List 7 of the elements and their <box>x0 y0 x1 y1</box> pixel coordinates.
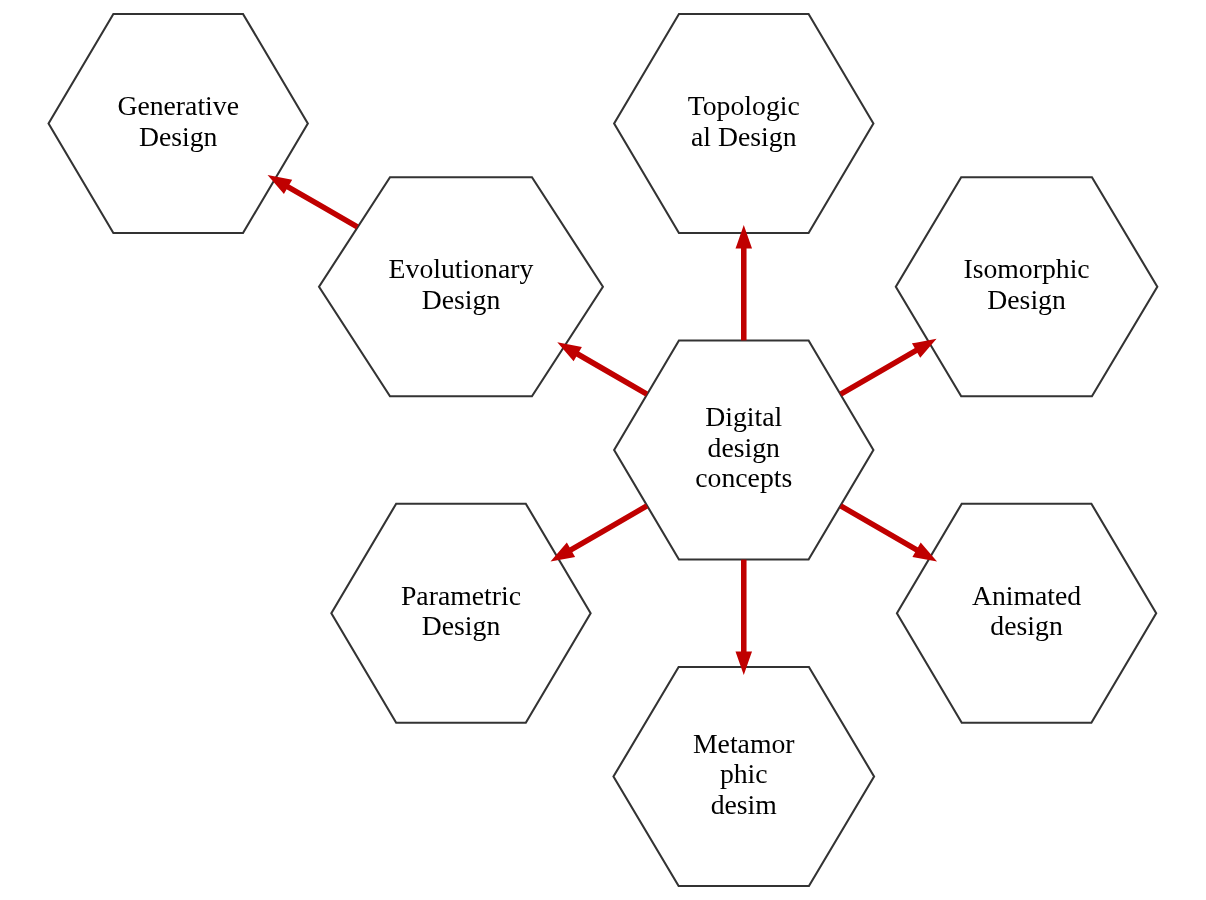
arrow <box>267 175 359 230</box>
arrow <box>550 503 649 562</box>
arrow <box>735 559 753 676</box>
arrow <box>839 338 937 397</box>
arrow <box>735 224 753 341</box>
arrow <box>557 342 649 397</box>
arrow <box>839 503 938 562</box>
